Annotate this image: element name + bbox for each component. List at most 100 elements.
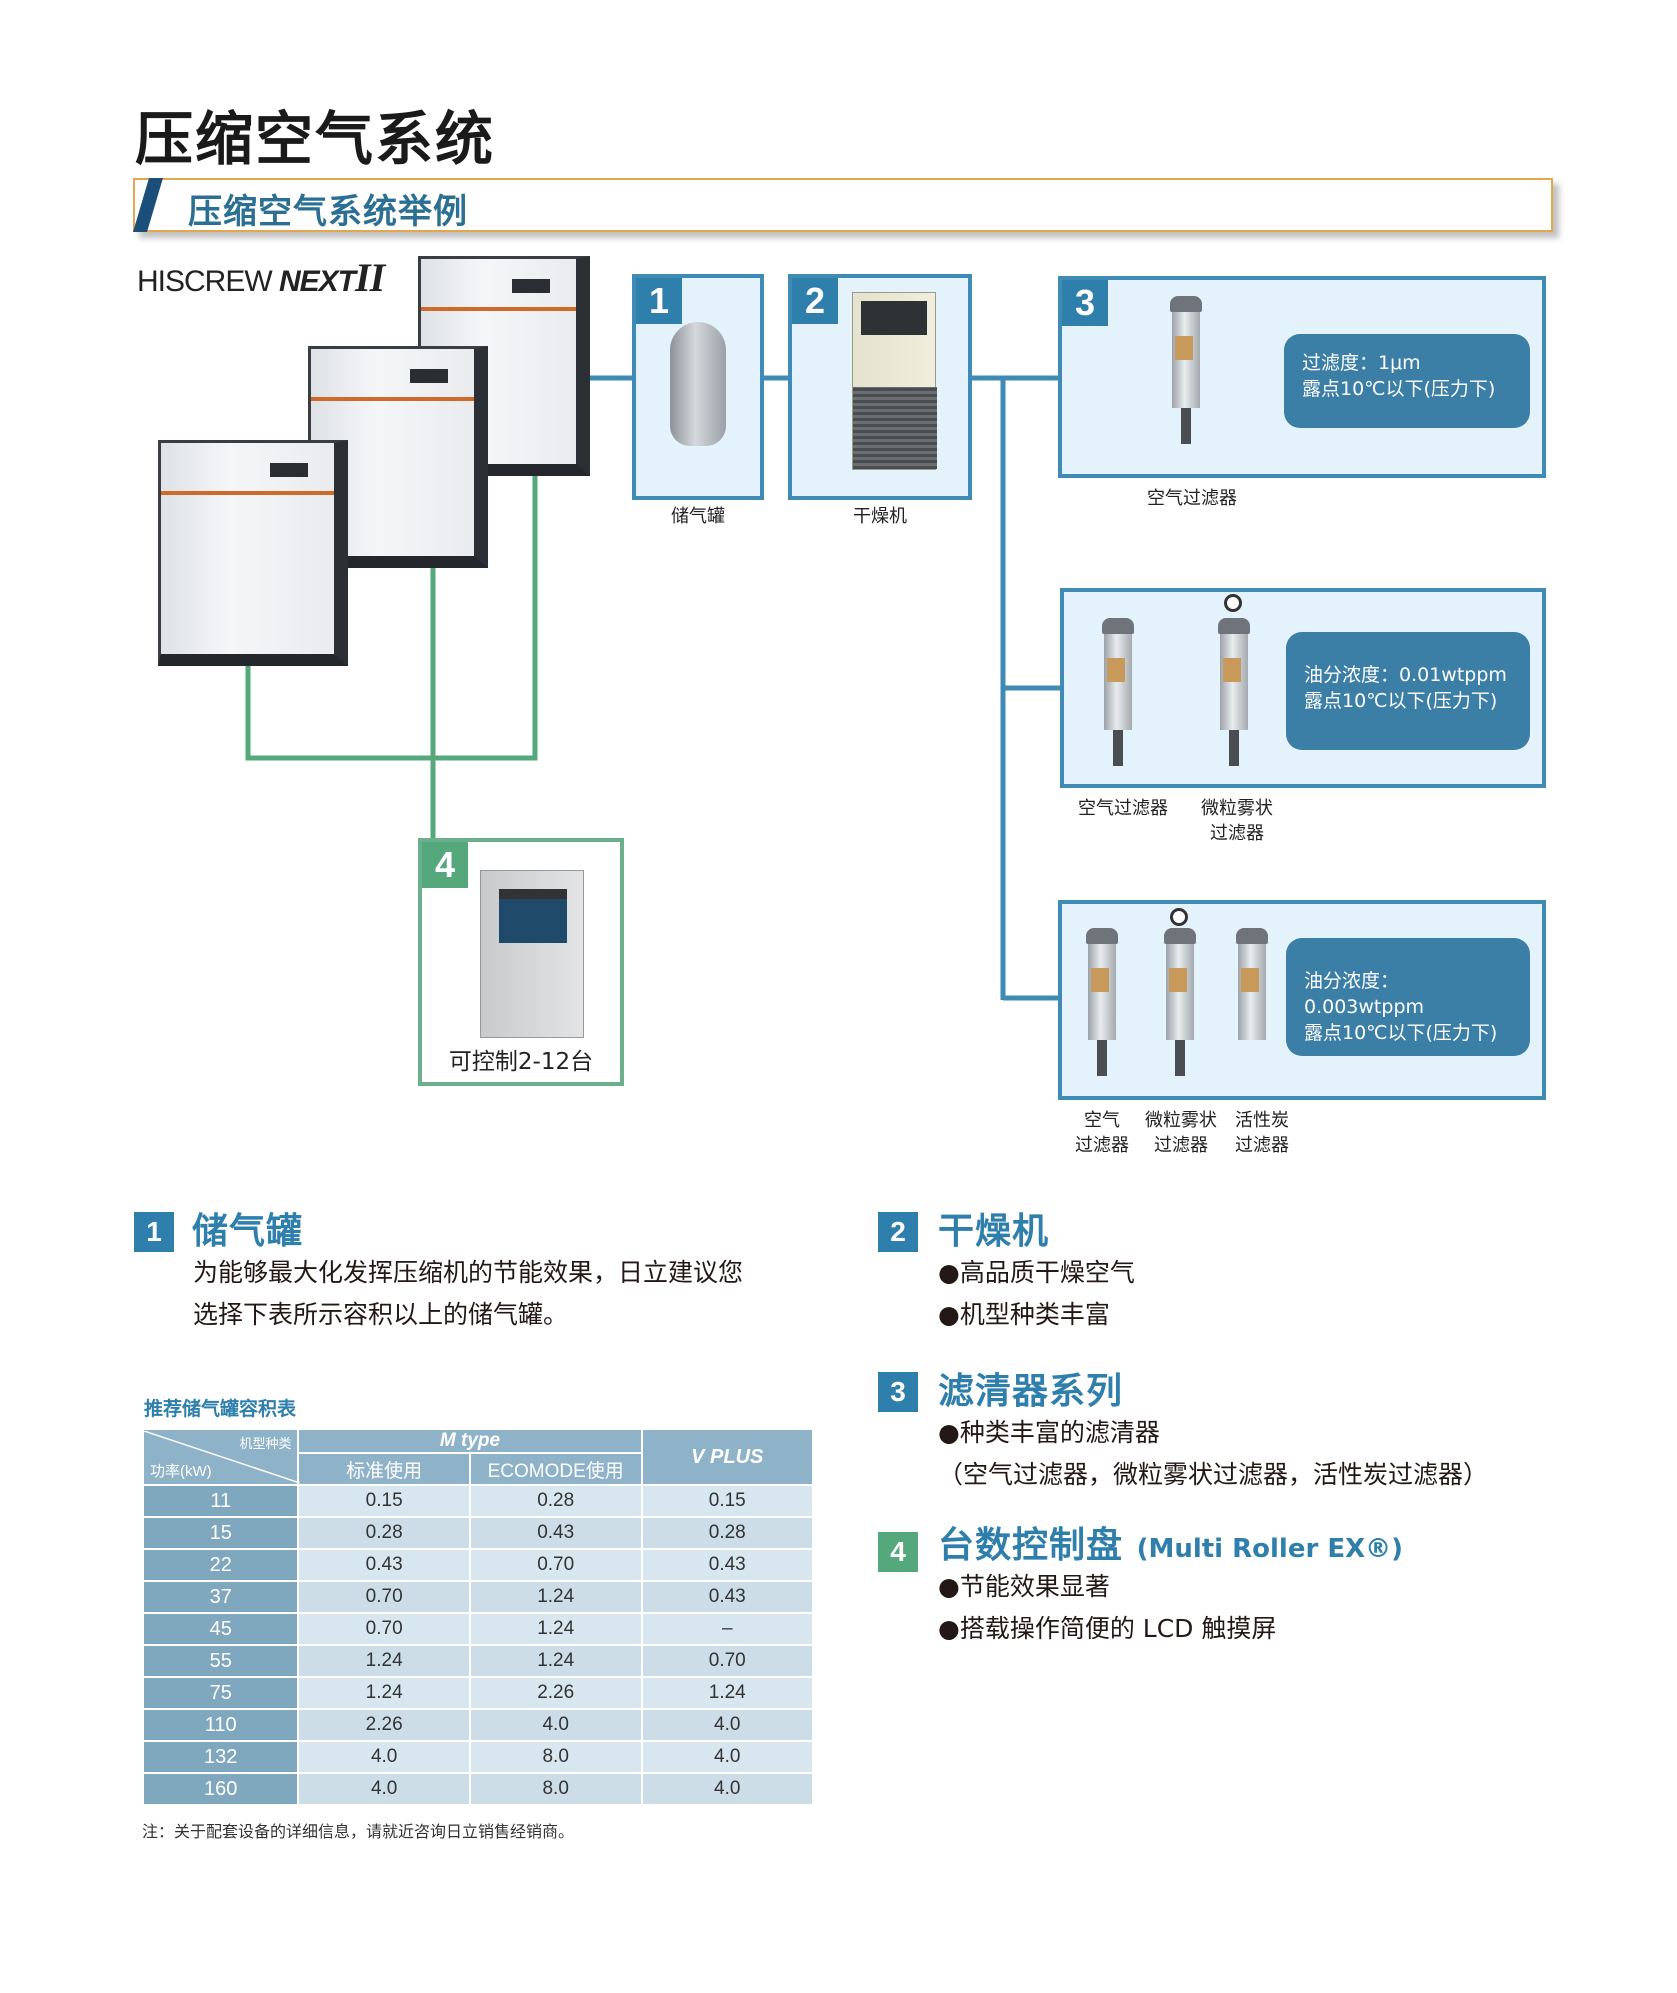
capacity-cell: 0.70: [640, 1644, 815, 1678]
box3-number: 3: [1062, 280, 1108, 326]
standard-use-header: 标准使用: [297, 1452, 471, 1486]
control-panel-icon: [480, 870, 584, 1038]
capacity-cell: 1.24: [297, 1676, 471, 1710]
capacity-cell: 0.28: [297, 1516, 471, 1550]
power-cell: 160: [141, 1772, 300, 1806]
capacity-cell: 8.0: [468, 1740, 643, 1774]
power-cell: 55: [141, 1644, 300, 1678]
carbon-filter-icon: [1236, 928, 1268, 1048]
section3-body: ●种类丰富的滤清器 （空气过滤器，微粒雾状过滤器，活性炭过滤器）: [938, 1418, 1489, 1489]
mist-filter-icon: [1218, 618, 1250, 768]
row3-carbon-filter-label: 活性炭过滤器: [1235, 1110, 1289, 1156]
product-logo: HISCREW NEXTII: [137, 255, 385, 300]
capacity-cell: 0.15: [297, 1484, 471, 1518]
section2-body: ●高品质干燥空气 ●机型种类丰富: [938, 1258, 1135, 1329]
capacity-cell: 4.0: [640, 1708, 815, 1742]
tank-capacity-table: 机型种类 功率(kW) M type V PLUS 标准使用 ECOMODE使用…: [141, 1428, 815, 1806]
power-cell: 37: [141, 1580, 300, 1614]
capacity-cell: 2.26: [297, 1708, 471, 1742]
capacity-cell: 0.43: [640, 1580, 815, 1614]
capacity-cell: 0.43: [297, 1548, 471, 1582]
dryer-icon: [852, 292, 937, 470]
air-filter-icon: [1170, 296, 1202, 446]
row3-mist-filter-label: 微粒雾状过滤器: [1145, 1110, 1217, 1156]
v-plus-header: V PLUS: [640, 1428, 815, 1486]
receiver-tank-icon: [670, 322, 726, 446]
capacity-cell: 0.43: [640, 1548, 815, 1582]
box2-label: 干燥机: [853, 506, 907, 527]
section-banner: [133, 178, 1553, 232]
section-heading: 压缩空气系统举例: [188, 192, 468, 232]
banner-accent: [133, 178, 163, 232]
capacity-cell: 4.0: [468, 1708, 643, 1742]
row1-filter-label: 空气过滤器: [1147, 488, 1237, 509]
section1-body: 为能够最大化发挥压缩机的节能效果，日立建议您 选择下表所示容积以上的储气罐。: [193, 1258, 744, 1329]
power-cell: 45: [141, 1612, 300, 1646]
section2-number: 2: [878, 1212, 918, 1252]
capacity-cell: –: [640, 1612, 815, 1646]
capacity-cell: 1.24: [468, 1644, 643, 1678]
box2-number: 2: [792, 278, 838, 324]
pressure-gauge-icon: [1224, 594, 1242, 612]
box1-label: 储气罐: [671, 506, 725, 527]
capacity-cell: 0.43: [468, 1516, 643, 1550]
page-title: 压缩空气系统: [135, 105, 496, 173]
capacity-cell: 1.24: [468, 1612, 643, 1646]
table-note: 注：关于配套设备的详细信息，请就近咨询日立销售经销商。: [142, 1822, 575, 1841]
capacity-cell: 0.70: [468, 1548, 643, 1582]
box1-number: 1: [636, 278, 682, 324]
capacity-cell: 4.0: [297, 1772, 471, 1806]
section2-title: 干燥机: [938, 1211, 1050, 1252]
power-cell: 11: [141, 1484, 300, 1518]
capacity-cell: 0.28: [468, 1484, 643, 1518]
capacity-cell: 1.24: [468, 1580, 643, 1614]
capacity-cell: 4.0: [297, 1740, 471, 1774]
row3-spec-pill: 油分浓度：0.003wtppm 露点10℃以下(压力下): [1286, 938, 1530, 1056]
power-cell: 110: [141, 1708, 300, 1742]
section1-number: 1: [134, 1212, 174, 1252]
power-cell: 22: [141, 1548, 300, 1582]
air-filter-icon: [1102, 618, 1134, 768]
table-corner-header: 机型种类 功率(kW): [141, 1428, 300, 1486]
box4-label: 可控制2-12台: [448, 1049, 594, 1075]
capacity-cell: 0.28: [640, 1516, 815, 1550]
section3-number: 3: [878, 1372, 918, 1412]
power-cell: 15: [141, 1516, 300, 1550]
capacity-cell: 4.0: [640, 1772, 815, 1806]
m-type-header: M type: [297, 1428, 643, 1454]
row2-spec-pill: 油分浓度：0.01wtppm 露点10℃以下(压力下): [1286, 632, 1530, 750]
section4-body: ●节能效果显著 ●搭载操作简便的 LCD 触摸屏: [938, 1572, 1277, 1643]
section3-title: 滤清器系列: [938, 1371, 1124, 1412]
capacity-cell: 0.70: [297, 1580, 471, 1614]
section4-title: 台数控制盘 (Multi Roller EX®): [938, 1525, 1404, 1566]
air-filter-icon: [1086, 928, 1118, 1078]
row1-spec-pill: 过滤度：1μm 露点10℃以下(压力下): [1284, 334, 1530, 428]
power-cell: 132: [141, 1740, 300, 1774]
compressor-unit-front: [158, 440, 348, 666]
capacity-cell: 2.26: [468, 1676, 643, 1710]
section1-title: 储气罐: [192, 1211, 304, 1252]
section4-number: 4: [878, 1532, 918, 1572]
capacity-cell: 8.0: [468, 1772, 643, 1806]
capacity-cell: 1.24: [640, 1676, 815, 1710]
capacity-cell: 0.70: [297, 1612, 471, 1646]
row3-air-filter-label: 空气过滤器: [1075, 1110, 1129, 1156]
power-cell: 75: [141, 1676, 300, 1710]
capacity-cell: 4.0: [640, 1740, 815, 1774]
mist-filter-icon: [1164, 928, 1196, 1078]
capacity-cell: 1.24: [297, 1644, 471, 1678]
row2-air-filter-label: 空气过滤器: [1078, 798, 1168, 819]
box4-number: 4: [422, 842, 468, 888]
table-title: 推荐储气罐容积表: [144, 1398, 297, 1420]
capacity-cell: 0.15: [640, 1484, 815, 1518]
